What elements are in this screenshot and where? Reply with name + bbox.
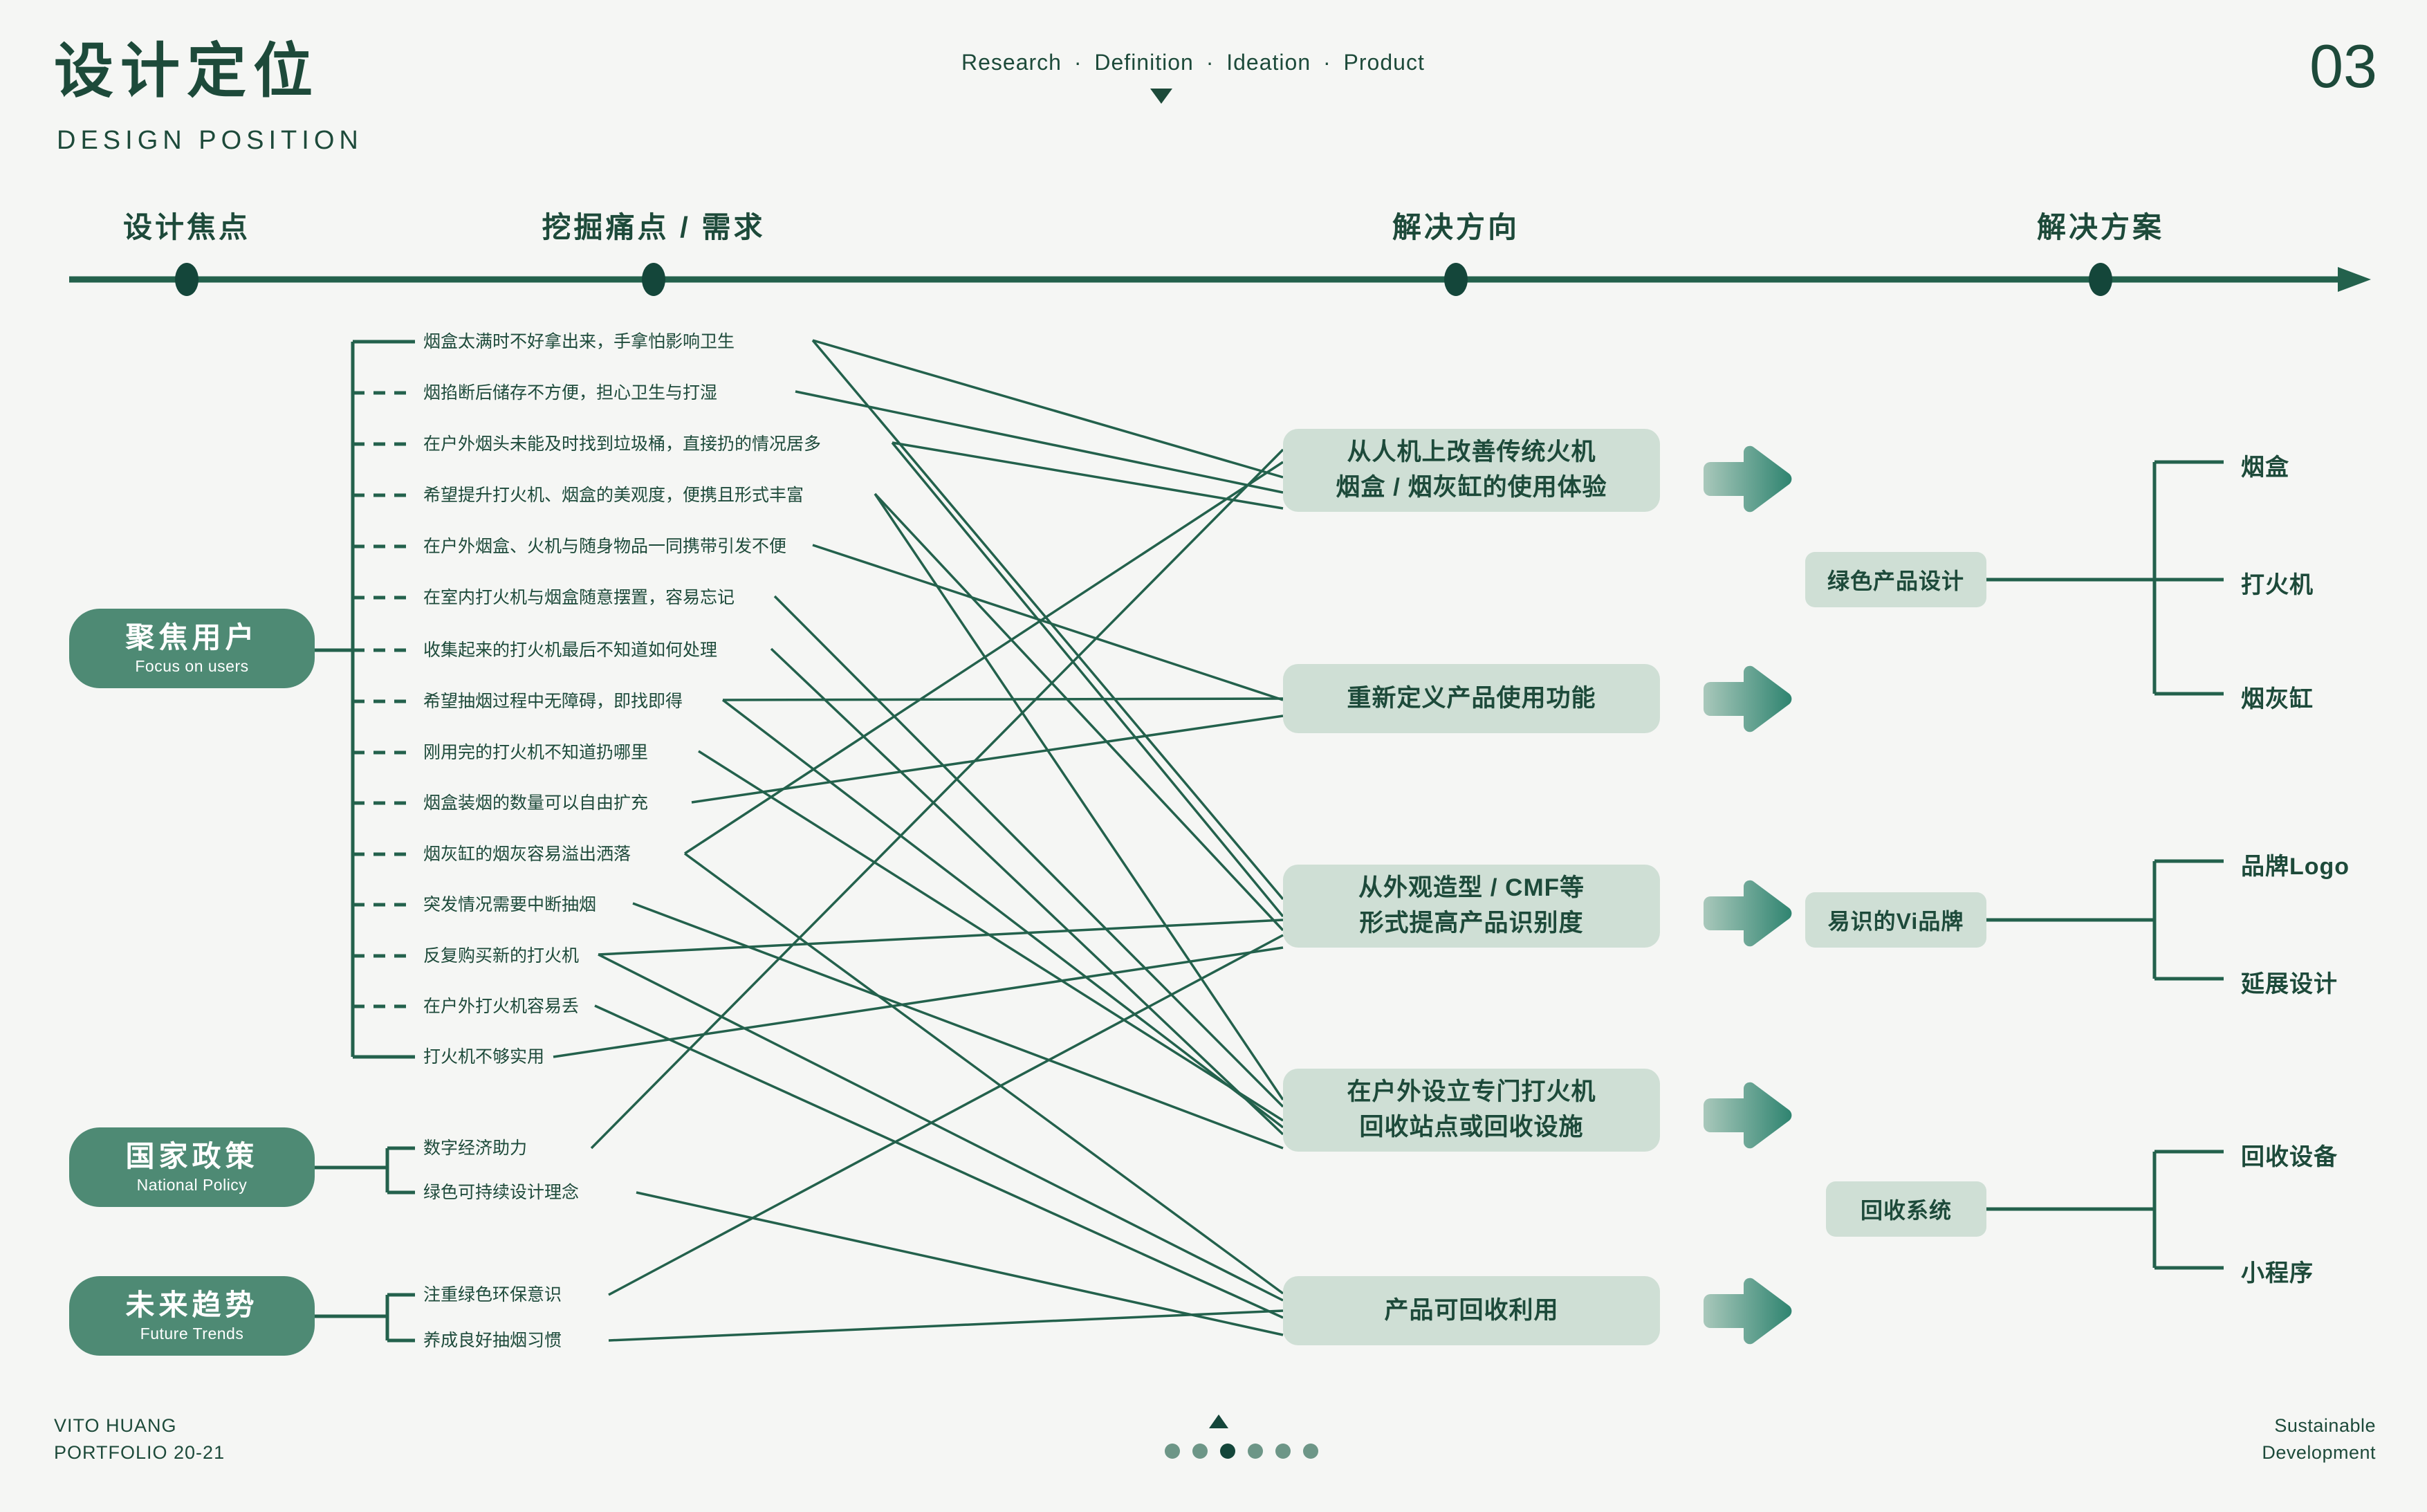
direction-box-text: 在户外设立专门打火机回收站点或回收设施 bbox=[1347, 1078, 1596, 1141]
footer-author: VITO HUANG PORTFOLIO 20-21 bbox=[54, 1412, 225, 1466]
trend-item: 注重绿色环保意识 bbox=[423, 1285, 562, 1304]
direction-box-recyclable-product[interactable]: 产品可回收利用 bbox=[1283, 1276, 1660, 1345]
arrow-right-icon bbox=[1704, 445, 1792, 513]
footer-author-name: VITO HUANG bbox=[54, 1415, 177, 1436]
source-pill-future-trends[interactable]: 未来趋势 Future Trends bbox=[69, 1276, 315, 1356]
solution-group-label: 绿色产品设计 bbox=[1827, 569, 1964, 593]
pain-point-item: 希望抽烟过程中无障碍，即找即得 bbox=[423, 692, 683, 711]
arrow-right-icon bbox=[1704, 1278, 1792, 1345]
pagination-dot[interactable] bbox=[1192, 1444, 1208, 1459]
pain-point-item: 刚用完的打火机不知道扔哪里 bbox=[423, 743, 649, 762]
solution-group-recycling-system[interactable]: 回收系统 bbox=[1826, 1181, 1986, 1237]
breadcrumb-separator: · bbox=[1206, 50, 1215, 75]
pain-point-item: 在户外烟头未能及时找到垃圾桶，直接扔的情况居多 bbox=[423, 434, 822, 454]
solution-group-green-product-design[interactable]: 绿色产品设计 bbox=[1805, 552, 1986, 607]
solution-group-label: 回收系统 bbox=[1860, 1198, 1952, 1223]
phase-label-solution: 解决方案 bbox=[2036, 211, 2165, 243]
direction-box-redefine-function[interactable]: 重新定义产品使用功能 bbox=[1283, 664, 1660, 733]
pain-point-item: 烟盒太满时不好拿出来，手拿怕影响卫生 bbox=[423, 332, 735, 351]
pain-point-item: 烟掐断后储存不方便，担心卫生与打湿 bbox=[423, 383, 718, 403]
pagination-marker-icon bbox=[1209, 1414, 1228, 1428]
direction-box-text: 重新定义产品使用功能 bbox=[1347, 684, 1596, 712]
pagination-dot[interactable] bbox=[1303, 1444, 1318, 1459]
breadcrumb-item-research[interactable]: Research bbox=[961, 50, 1062, 75]
source-pill-label-zh: 国家政策 bbox=[125, 1139, 259, 1172]
pain-point-item: 突发情况需要中断抽烟 bbox=[423, 895, 597, 914]
pagination-dots[interactable] bbox=[1165, 1444, 1318, 1459]
phase-label-focus: 设计焦点 bbox=[122, 211, 251, 243]
breadcrumb: Research · Definition · Ideation · Produ… bbox=[961, 50, 1425, 75]
direction-box-text: 从外观造型 / CMF等形式提高产品识别度 bbox=[1358, 874, 1585, 937]
solution-leaf: 小程序 bbox=[2241, 1260, 2314, 1287]
breadcrumb-active-triangle-icon bbox=[1150, 89, 1172, 104]
breadcrumb-item-definition[interactable]: Definition bbox=[1094, 50, 1194, 75]
pain-point-item: 烟灰缸的烟灰容易溢出洒落 bbox=[423, 845, 631, 864]
phase-label-direction: 解决方向 bbox=[1392, 211, 1520, 243]
policy-item: 数字经济助力 bbox=[423, 1138, 528, 1158]
source-pill-focus-on-users[interactable]: 聚焦用户 Focus on users bbox=[69, 609, 315, 688]
source-pill-label-en: Focus on users bbox=[135, 657, 249, 676]
source-pill-label-en: Future Trends bbox=[140, 1325, 244, 1343]
source-pill-label-zh: 未来趋势 bbox=[125, 1288, 259, 1321]
pain-point-item: 反复购买新的打火机 bbox=[423, 946, 580, 966]
solution-leaf: 烟灰缸 bbox=[2241, 686, 2314, 712]
direction-box-text: 从人机上改善传统火机烟盒 / 烟灰缸的使用体验 bbox=[1336, 439, 1607, 501]
footer-theme: Sustainable Development bbox=[2262, 1412, 2376, 1466]
direction-box-cmf-identity[interactable]: 从外观造型 / CMF等形式提高产品识别度 bbox=[1283, 865, 1660, 948]
trend-item: 养成良好抽烟习惯 bbox=[423, 1331, 562, 1350]
arrow-right-icon bbox=[1704, 880, 1792, 947]
pagination-dot-active[interactable] bbox=[1220, 1444, 1235, 1459]
breadcrumb-item-product[interactable]: Product bbox=[1343, 50, 1425, 75]
solution-leaf: 打火机 bbox=[2241, 572, 2314, 598]
pain-point-item: 在户外打火机容易丢 bbox=[423, 997, 580, 1016]
footer-theme-line1: Sustainable bbox=[2274, 1415, 2376, 1436]
solution-leaf: 回收设备 bbox=[2241, 1144, 2338, 1170]
pain-point-item: 在户外烟盒、火机与随身物品一同携带引发不便 bbox=[423, 537, 787, 556]
phase-axis bbox=[69, 263, 2371, 296]
direction-box-human-machine[interactable]: 从人机上改善传统火机烟盒 / 烟灰缸的使用体验 bbox=[1283, 429, 1660, 512]
source-pill-national-policy[interactable]: 国家政策 National Policy bbox=[69, 1127, 315, 1207]
phase-label-painpoints: 挖掘痛点 / 需求 bbox=[542, 211, 766, 243]
footer-portfolio-label: PORTFOLIO 20-21 bbox=[54, 1442, 225, 1464]
direction-box-outdoor-recycling[interactable]: 在户外设立专门打火机回收站点或回收设施 bbox=[1283, 1069, 1660, 1152]
solution-group-vi-brand[interactable]: 易识的Vi品牌 bbox=[1805, 892, 1986, 948]
pagination-dot[interactable] bbox=[1248, 1444, 1263, 1459]
solution-leaf: 品牌Logo bbox=[2241, 854, 2350, 880]
page-title: 设计定位 bbox=[54, 38, 320, 104]
arrow-right-icon bbox=[1704, 1082, 1792, 1149]
breadcrumb-separator: · bbox=[1073, 50, 1082, 75]
pagination-dot[interactable] bbox=[1165, 1444, 1180, 1459]
source-pill-label-en: National Policy bbox=[136, 1176, 248, 1195]
solution-group-label: 易识的Vi品牌 bbox=[1827, 909, 1964, 934]
pain-point-item: 在室内打火机与烟盒随意摆置，容易忘记 bbox=[423, 588, 735, 607]
pain-point-item: 收集起来的打火机最后不知道如何处理 bbox=[423, 640, 718, 660]
pain-point-item: 烟盒装烟的数量可以自由扩充 bbox=[423, 793, 649, 813]
pain-point-item: 希望提升打火机、烟盒的美观度，便携且形式丰富 bbox=[423, 486, 804, 505]
solution-leaf: 延展设计 bbox=[2241, 971, 2338, 997]
policy-item: 绿色可持续设计理念 bbox=[423, 1183, 580, 1202]
page-subtitle: DESIGN POSITION bbox=[57, 126, 363, 155]
arrow-right-icon bbox=[1704, 665, 1792, 732]
pagination-dot[interactable] bbox=[1275, 1444, 1291, 1459]
page-number: 03 bbox=[2309, 32, 2377, 100]
pain-point-item: 打火机不够实用 bbox=[423, 1047, 545, 1067]
direction-box-text: 产品可回收利用 bbox=[1384, 1296, 1559, 1324]
footer-theme-line2: Development bbox=[2262, 1442, 2376, 1464]
solution-leaf: 烟盒 bbox=[2241, 454, 2289, 481]
breadcrumb-item-ideation[interactable]: Ideation bbox=[1226, 50, 1311, 75]
breadcrumb-separator: · bbox=[1323, 50, 1331, 75]
source-pill-label-zh: 聚焦用户 bbox=[125, 620, 259, 654]
